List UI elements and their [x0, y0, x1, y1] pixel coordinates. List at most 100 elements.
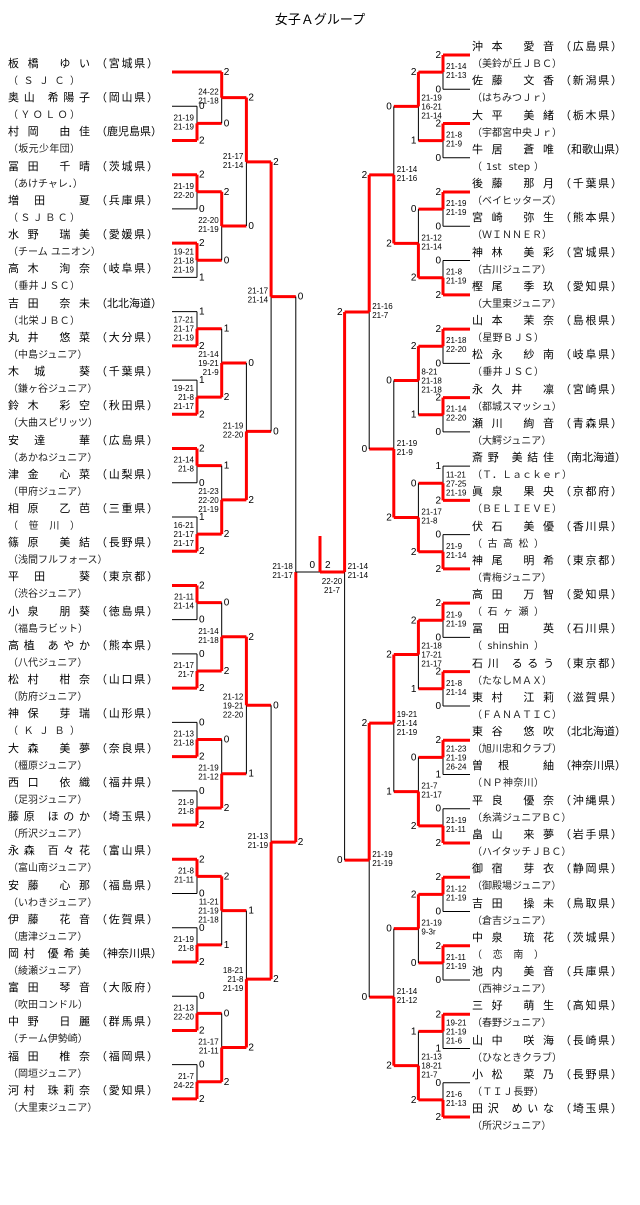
player-entry: 牛居 蒼唯和歌山県1st step: [472, 142, 622, 175]
game-score: 21-13: [446, 1099, 467, 1108]
game-score: 21-8: [421, 517, 438, 526]
games-won: 2: [435, 290, 441, 301]
player-entry: 高田 万智愛知県石ヶ瀬: [472, 587, 622, 620]
games-won: 0: [411, 478, 417, 489]
player-club: 八代ジュニア: [8, 656, 87, 671]
games-won: 0: [386, 375, 392, 386]
player-name: 水野 瑞美: [8, 228, 90, 242]
player-club: ＷＩＮＮＥＲ: [472, 228, 552, 243]
player-prefecture: 大分県: [96, 330, 158, 345]
games-won: 1: [199, 512, 205, 523]
game-score: 21-19: [446, 816, 467, 825]
player-prefecture: 大阪府: [96, 980, 158, 995]
player-name: 藤原 ほのか: [8, 810, 90, 824]
player-name: 中野 日麗: [8, 1015, 90, 1029]
games-won: 0: [199, 717, 205, 728]
game-score: 21-11: [174, 593, 194, 602]
games-won: 1: [199, 307, 205, 318]
player-prefecture: 香川県: [560, 519, 622, 534]
game-score: 21-17: [198, 1038, 219, 1047]
player-club: 石ヶ瀬: [472, 605, 544, 620]
game-score: 21-13: [446, 71, 467, 80]
game-score: 21-18: [446, 336, 467, 345]
games-won: 2: [411, 615, 417, 626]
game-score: 22-20: [446, 345, 467, 354]
player-prefecture: 新潟県: [560, 73, 622, 88]
player-prefecture: 三重県: [96, 501, 158, 516]
player-entry: 眞泉 果央京都府ＢＥＬＩＥＶＥ: [472, 484, 622, 517]
player-name: 田沢 めいな: [472, 1102, 554, 1116]
games-won: 2: [224, 666, 230, 677]
player-club: 綾瀬ジュニア: [8, 964, 87, 979]
player-name: 眞泉 果央: [472, 485, 554, 499]
game-score: 22-20: [174, 1012, 195, 1021]
player-club: 足羽ジュニア: [8, 793, 87, 808]
player-entry: 瀬川 絢音青森県大鰐ジュニア: [472, 416, 622, 449]
games-won: 1: [199, 375, 205, 386]
games-won: 1: [224, 940, 230, 951]
game-score: 21-18: [198, 916, 219, 925]
games-won: 2: [337, 307, 343, 318]
player-entry: 平良 優奈沖縄県糸満ジュニアＢＣ: [472, 793, 622, 826]
game-score: 16-21: [421, 102, 442, 111]
player-entry: 伏石 美優香川県古高松: [472, 519, 622, 552]
games-won: 0: [435, 907, 441, 918]
games-won: 2: [435, 1112, 441, 1123]
games-won: 2: [411, 547, 417, 558]
game-score: 21-13: [421, 1053, 442, 1062]
player-club: ＴＩＪ長野: [472, 1085, 544, 1100]
player-entry: 冨田 英石川県shinshin: [472, 621, 622, 654]
games-won: 0: [435, 427, 441, 438]
player-prefecture: 福井県: [96, 775, 158, 790]
player-entry: 曽根 紬神奈川県ＮＰ神奈川: [472, 758, 622, 791]
player-prefecture: 鹿児島県: [96, 124, 158, 139]
player-name: 大平 美緒: [472, 108, 554, 122]
player-name: 奥山 希陽子: [8, 91, 90, 105]
games-won: 2: [435, 324, 441, 335]
game-score: 21-9: [446, 542, 463, 551]
player-name: 中泉 琉花: [472, 930, 554, 944]
games-won: 1: [411, 1026, 417, 1037]
games-won: 2: [362, 718, 368, 729]
games-won: 2: [411, 67, 417, 78]
game-score: 21-19: [372, 859, 393, 868]
player-entry: 松永 紗南岐阜県垂井ＪＳＣ: [472, 347, 622, 380]
games-won: 0: [199, 786, 205, 797]
games-won: 2: [199, 752, 205, 763]
player-prefecture: 熊本県: [560, 210, 622, 225]
player-name: 松村 柑奈: [8, 673, 90, 687]
player-club: 西神ジュニア: [472, 982, 551, 997]
player-club: 御殿場ジュニア: [472, 879, 561, 894]
player-name: 斎野 美結佳: [472, 451, 554, 465]
player-club: 旭川忠和クラブ: [472, 742, 562, 757]
games-won: 0: [435, 221, 441, 232]
player-club: 糸満ジュニアＢＣ: [472, 811, 571, 826]
games-won: 2: [435, 598, 441, 609]
games-won: 0: [411, 204, 417, 215]
player-name: 伏石 美優: [472, 519, 554, 533]
player-club: ＹＯＬＯ: [8, 108, 80, 123]
game-score: 21-8: [178, 866, 195, 875]
games-won: 2: [273, 974, 279, 985]
game-score: 21-8: [446, 268, 463, 277]
player-prefecture: 北北海道: [560, 724, 622, 739]
player-name: 村岡 由佳: [8, 125, 90, 139]
player-name: 平良 優奈: [472, 793, 554, 807]
player-club: 所沢ジュニア: [472, 1119, 551, 1134]
games-won: 0: [435, 701, 441, 712]
player-entry: 神保 芽瑞山形県ＫＪＢ: [8, 706, 158, 739]
games-won: 0: [224, 598, 230, 609]
games-won: 1: [411, 684, 417, 695]
player-name: 吉田 操未: [472, 896, 554, 910]
player-name: 池内 美音: [472, 965, 554, 979]
player-club: 1st step: [472, 160, 544, 175]
game-score: 21-17: [421, 660, 442, 669]
player-entry: 東村 江莉滋賀県ＦＡＮＡＴＩＣ: [472, 690, 622, 723]
player-club: ハイタッチＪＢＣ: [472, 845, 571, 860]
game-score: 21-19: [174, 122, 195, 131]
games-won: 0: [224, 734, 230, 745]
player-name: 高田 万智: [472, 588, 554, 602]
player-prefecture: 兵庫県: [96, 193, 158, 208]
game-score: 21-14: [397, 165, 418, 174]
